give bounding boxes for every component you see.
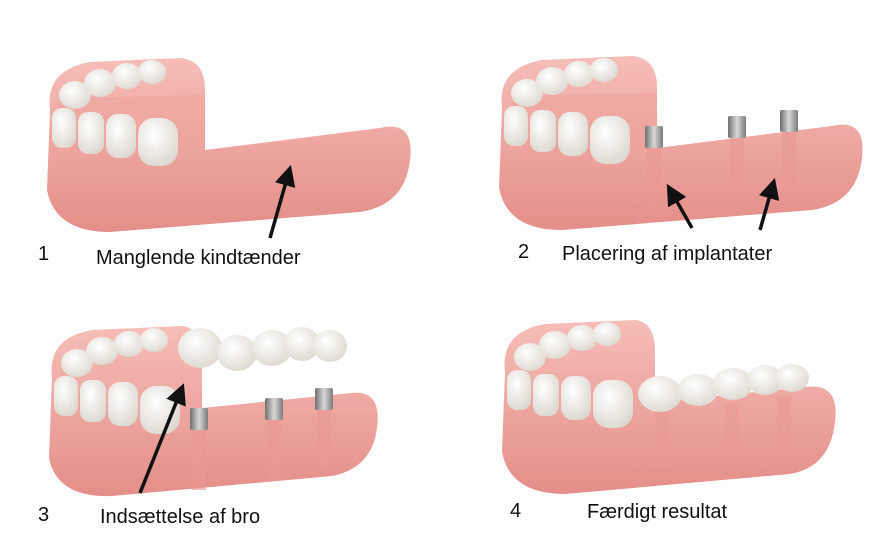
step-3-caption: Indsættelse af bro	[100, 506, 261, 528]
panel-2-jaw	[499, 56, 863, 231]
step-4-number: 4	[510, 500, 522, 522]
step-1-caption: Manglende kindtænder	[96, 247, 301, 269]
bridge	[178, 327, 347, 371]
step-3-number: 3	[38, 504, 50, 526]
arrow-icon	[666, 183, 694, 229]
panel-4-jaw	[502, 320, 836, 494]
step-4-caption: Færdigt resultat	[587, 501, 728, 523]
arrow-icon	[758, 177, 780, 231]
step-2-number: 2	[518, 241, 530, 263]
step-2-caption: Placering af implantater	[562, 243, 773, 265]
panel-1-jaw	[47, 58, 411, 239]
step-1-number: 1	[38, 243, 50, 265]
panel-3-jaw	[49, 326, 378, 497]
arrow-icon	[268, 164, 296, 239]
arrow-icon	[138, 383, 186, 494]
